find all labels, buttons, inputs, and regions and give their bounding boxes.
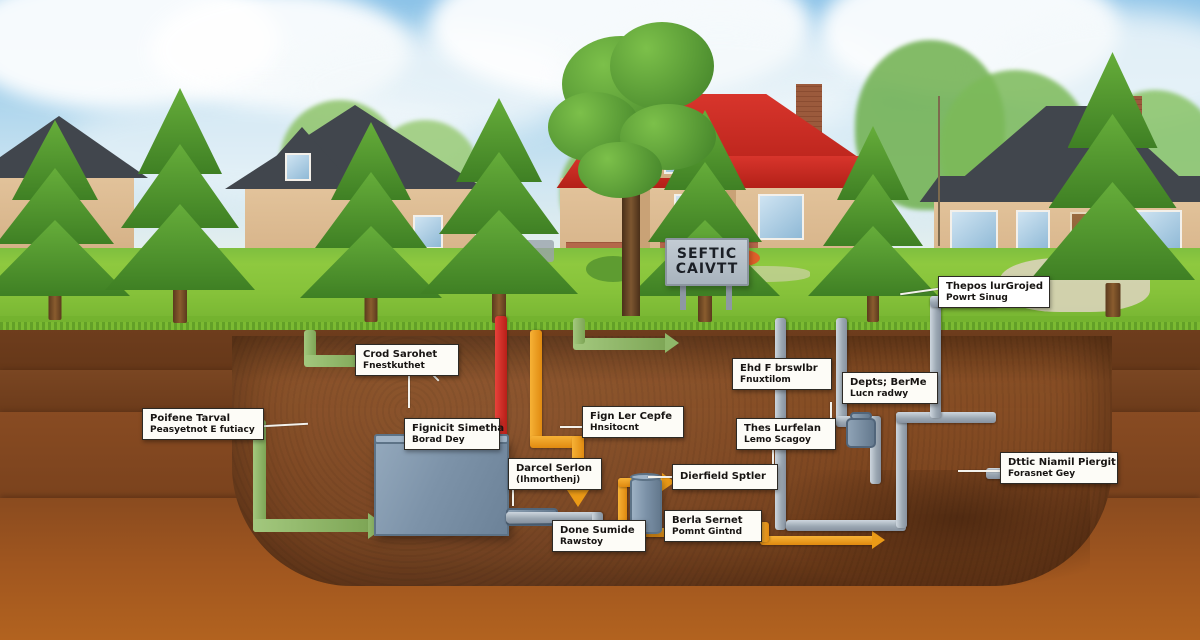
label-line-1: Poifene Tarval	[150, 413, 231, 424]
label-line-2: Lemo Scagoy	[744, 434, 811, 445]
label-lateral-line[interactable]: Thes Lurfelan Lemo Scagoy	[736, 418, 836, 451]
label-line-1: Dttic Niamil Piergit	[1008, 457, 1116, 468]
label-outlet-riser[interactable]: Depts; BerMe Lucn radwy	[842, 372, 938, 405]
window	[1016, 210, 1050, 252]
label-line-2: Fnuxtilom	[740, 374, 791, 385]
leader-line	[648, 476, 672, 478]
pipe-orange-to-drainfield	[760, 536, 876, 545]
label-surface-left[interactable]: Poifene Tarval Peasyetnot E futiacy	[142, 408, 264, 441]
label-line-2: Borad Dey	[412, 434, 465, 445]
label-line-2: Peasyetnot E futiacy	[150, 424, 255, 435]
label-line-2: Rawstoy	[560, 536, 604, 547]
label-line-2: Pomnt Gintnd	[672, 526, 743, 537]
pipe-orange-drop	[760, 522, 769, 542]
label-line-1: Fign Ler Cepfe	[590, 411, 672, 422]
label-line-2: Powrt Sinug	[946, 292, 1008, 303]
window	[758, 194, 804, 240]
sign-post-right	[726, 278, 732, 310]
porch-column	[640, 184, 650, 284]
leader-line	[408, 366, 410, 408]
pipe-gray-outlet-down	[870, 416, 881, 484]
distribution-box[interactable]	[846, 418, 876, 448]
leader-line	[772, 444, 774, 466]
conifer-tree	[1030, 52, 1195, 317]
conifer-tree	[300, 122, 442, 322]
window	[950, 210, 998, 252]
label-filter[interactable]: Fign Ler Cepfe Hnsitocnt	[582, 406, 684, 439]
conifer-tree	[420, 98, 578, 323]
label-line-1: Berla Sernet	[672, 515, 743, 526]
pipe-gray-main-riser	[896, 412, 907, 528]
arrow-orange-drainfield	[872, 531, 885, 549]
label-line-2: Forasnet Gey	[1008, 468, 1076, 479]
pipe-green-inlet-vertical	[253, 420, 266, 532]
sign-line-2: CAIVTT	[675, 261, 739, 277]
label-pump-chamber[interactable]: Done Sumide Rawstoy	[552, 520, 646, 553]
label-line-2: (Ihmorthenj)	[516, 474, 581, 485]
arrow-orange-down	[567, 490, 589, 507]
label-line-1: Thes Lurfelan	[744, 423, 822, 434]
label-line-1: Fignicit Simetha	[412, 423, 505, 434]
label-line-1: Dierfield Sptler	[680, 471, 766, 482]
sign-line-1: SEFTIC	[676, 246, 738, 263]
label-inlet-riser[interactable]: Ehd F brswlbr Fnuxtilom	[732, 358, 832, 391]
septic-yard-sign[interactable]: SEFTIC CAIVTT	[665, 238, 749, 286]
arrow-green-upper-right	[665, 333, 679, 353]
leader-line	[830, 402, 832, 424]
leader-line	[512, 484, 514, 506]
pipe-gray-riser-outlet	[836, 318, 847, 422]
conifer-tree	[808, 126, 938, 322]
pipe-gray-tank-outlet	[506, 512, 602, 523]
label-tank[interactable]: Fignicit Simetha Borad Dey	[404, 418, 505, 451]
label-line-1: Depts; BerMe	[850, 377, 927, 388]
label-line-2: Lucn radwy	[850, 388, 909, 399]
conifer-tree	[105, 88, 255, 323]
label-line-2: Hnsitocnt	[590, 422, 639, 433]
septic-tank[interactable]	[374, 440, 509, 536]
pipe-orange-jog	[530, 436, 584, 448]
pipe-orange-vertical-upper	[530, 330, 542, 442]
label-topsoil[interactable]: Crod Sarohet Fnestkuthet	[355, 344, 459, 377]
pipe-green-upper-drop	[573, 318, 585, 344]
pipe-gray-main-upper	[896, 412, 996, 423]
label-line-2: Fnestkuthet	[363, 360, 425, 371]
label-line-1: Done Sumide	[560, 525, 635, 536]
label-line-1: Crod Sarohet	[363, 349, 438, 360]
window	[285, 153, 311, 181]
pipe-green-inlet-to-tank	[253, 519, 371, 532]
leader-line	[560, 426, 586, 428]
label-line-1: Darcel Serlon	[516, 463, 592, 474]
pipe-green-surface-run	[304, 355, 366, 367]
bare-tree-trunk	[938, 96, 940, 246]
label-line-1: Thepos lurGrojed	[946, 281, 1044, 292]
label-surface-right[interactable]: Thepos lurGrojed Powrt Sinug	[938, 276, 1050, 309]
deciduous-tree	[548, 22, 728, 316]
label-distribution[interactable]: Darcel Serlon (Ihmorthenj)	[508, 458, 602, 491]
label-line-1: Ehd F brswlbr	[740, 363, 818, 374]
pipe-gray-to-surface	[930, 296, 941, 418]
sign-post-left	[680, 278, 686, 310]
distribution-box-lid	[850, 412, 872, 420]
pipe-orange-riser-to-chamber	[618, 478, 627, 536]
pipe-gray-main-bottom	[786, 520, 906, 531]
leader-line	[958, 470, 1004, 472]
pipe-gray-riser-inlet-lower	[775, 444, 786, 530]
label-effluent-pump[interactable]: Berla Sernet Pomnt Gintnd	[664, 510, 762, 543]
pipe-green-upper-right	[573, 338, 669, 350]
label-outlet-far-right[interactable]: Dttic Niamil Piergit Forasnet Gey	[1000, 452, 1118, 485]
label-drainfield[interactable]: Dierfield Sptler	[672, 464, 778, 490]
conifer-tree	[0, 120, 130, 320]
